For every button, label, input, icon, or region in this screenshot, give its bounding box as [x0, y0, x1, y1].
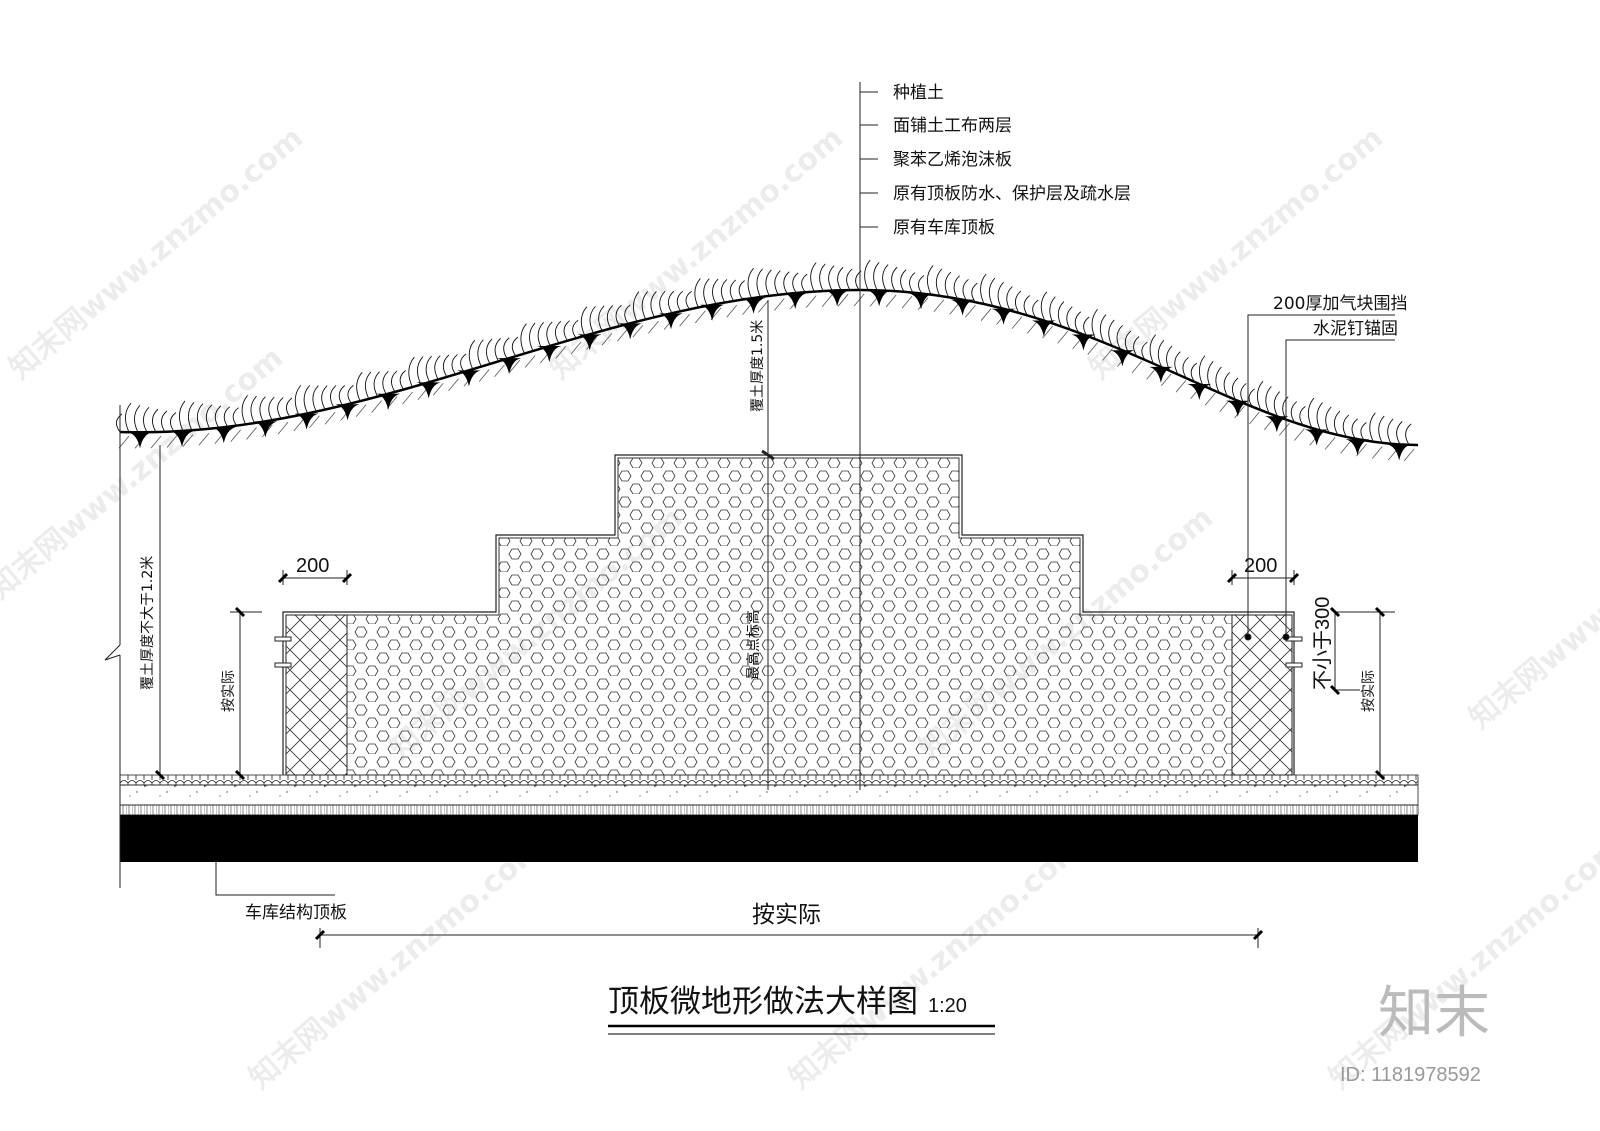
aerated-block-wall-left	[285, 614, 348, 776]
wall-leader	[1244, 314, 1395, 641]
grass-blades	[116, 259, 1412, 446]
drawing-title: 顶板微地形做法大样图	[608, 984, 918, 1020]
drawing-scale: 1:20	[928, 995, 967, 1017]
garage-roof-slab	[120, 815, 1418, 862]
right-wall-width: 200	[1244, 555, 1277, 577]
left-wall-width: 200	[296, 555, 329, 577]
watermark-id: ID: 1181978592	[1340, 1064, 1481, 1086]
layer-label-waterproof: 原有顶板防水、保护层及疏水层	[893, 184, 1131, 204]
wall-label: 200厚加气块围挡	[1273, 294, 1407, 314]
overall-width-dimension: 按实际	[752, 902, 821, 928]
protection-layer	[119, 784, 1419, 806]
right-height-dimension: 按实际	[1361, 670, 1377, 712]
layer-leader	[761, 82, 878, 790]
layer-label-roof-slab: 原有车库顶板	[893, 218, 995, 238]
watermark-text: 知末网www.znzmo.com	[1083, 120, 1390, 386]
slab-layers	[119, 774, 1419, 862]
watermark-logo: 知末	[1378, 981, 1490, 1046]
polystyrene-foam-fill	[346, 457, 1233, 776]
left-cover-dimension: 覆土厚度不大于1.2米	[140, 556, 156, 690]
center-cover-dimension: 覆土厚度1.5米	[750, 320, 766, 412]
slab-label: 车库结构顶板	[245, 903, 347, 923]
anchor-label: 水泥钉锚固	[1313, 319, 1398, 339]
right-min-height: 不小于300	[1311, 597, 1334, 690]
layer-label-planting-soil: 种植土	[893, 83, 944, 103]
aerated-block-wall-right	[1231, 614, 1293, 776]
peak-elevation-label: 最高点标高	[745, 610, 762, 680]
watermark-text: 知末网www.znzmo.com	[243, 830, 550, 1096]
dimension-lines	[104, 405, 1395, 948]
layer-label-foam: 聚苯乙烯泡沫板	[893, 150, 1012, 170]
watermark-text: 知末网www.znzmo.com	[1323, 830, 1600, 1096]
layer-label-geotextile: 面铺土工布两层	[893, 116, 1012, 136]
watermark-text: 知末网www.znzmo.com	[1463, 470, 1600, 736]
grass-layer	[116, 259, 1415, 462]
geotextile-outline	[282, 454, 1295, 775]
soil-hatching	[118, 293, 1415, 462]
left-height-dimension: 按实际	[221, 670, 237, 712]
dimension-ticks	[154, 572, 1386, 941]
waterproof-layer	[119, 804, 1419, 816]
drainage-layer	[119, 774, 1419, 786]
watermark-text: 知末网www.znzmo.com	[783, 830, 1090, 1096]
soil-root-marks	[127, 290, 1412, 461]
